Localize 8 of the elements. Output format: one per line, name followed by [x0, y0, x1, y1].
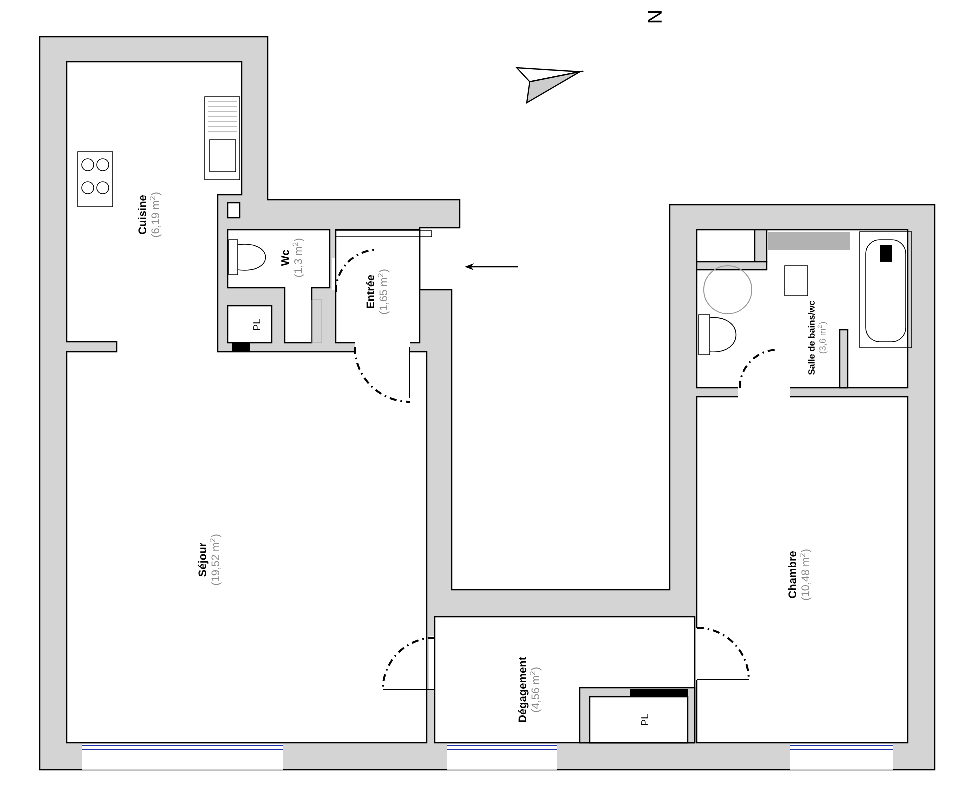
closet-label: PL	[254, 319, 260, 330]
room-label: Cuisine (6,19 m$^{2}$)	[138, 192, 162, 238]
room-label: Séjour (19,52 m$^{2}$)	[198, 534, 222, 586]
room-label: Entrée (1,65 m$^{2}$)	[366, 270, 390, 314]
closet-label: PL	[642, 714, 648, 726]
room-label: Chambre (10,48 m$^{2}$)	[788, 550, 812, 600]
north-label: N	[648, 11, 662, 23]
room-label: Wc (1,3 m$^{2}$)	[282, 238, 304, 278]
